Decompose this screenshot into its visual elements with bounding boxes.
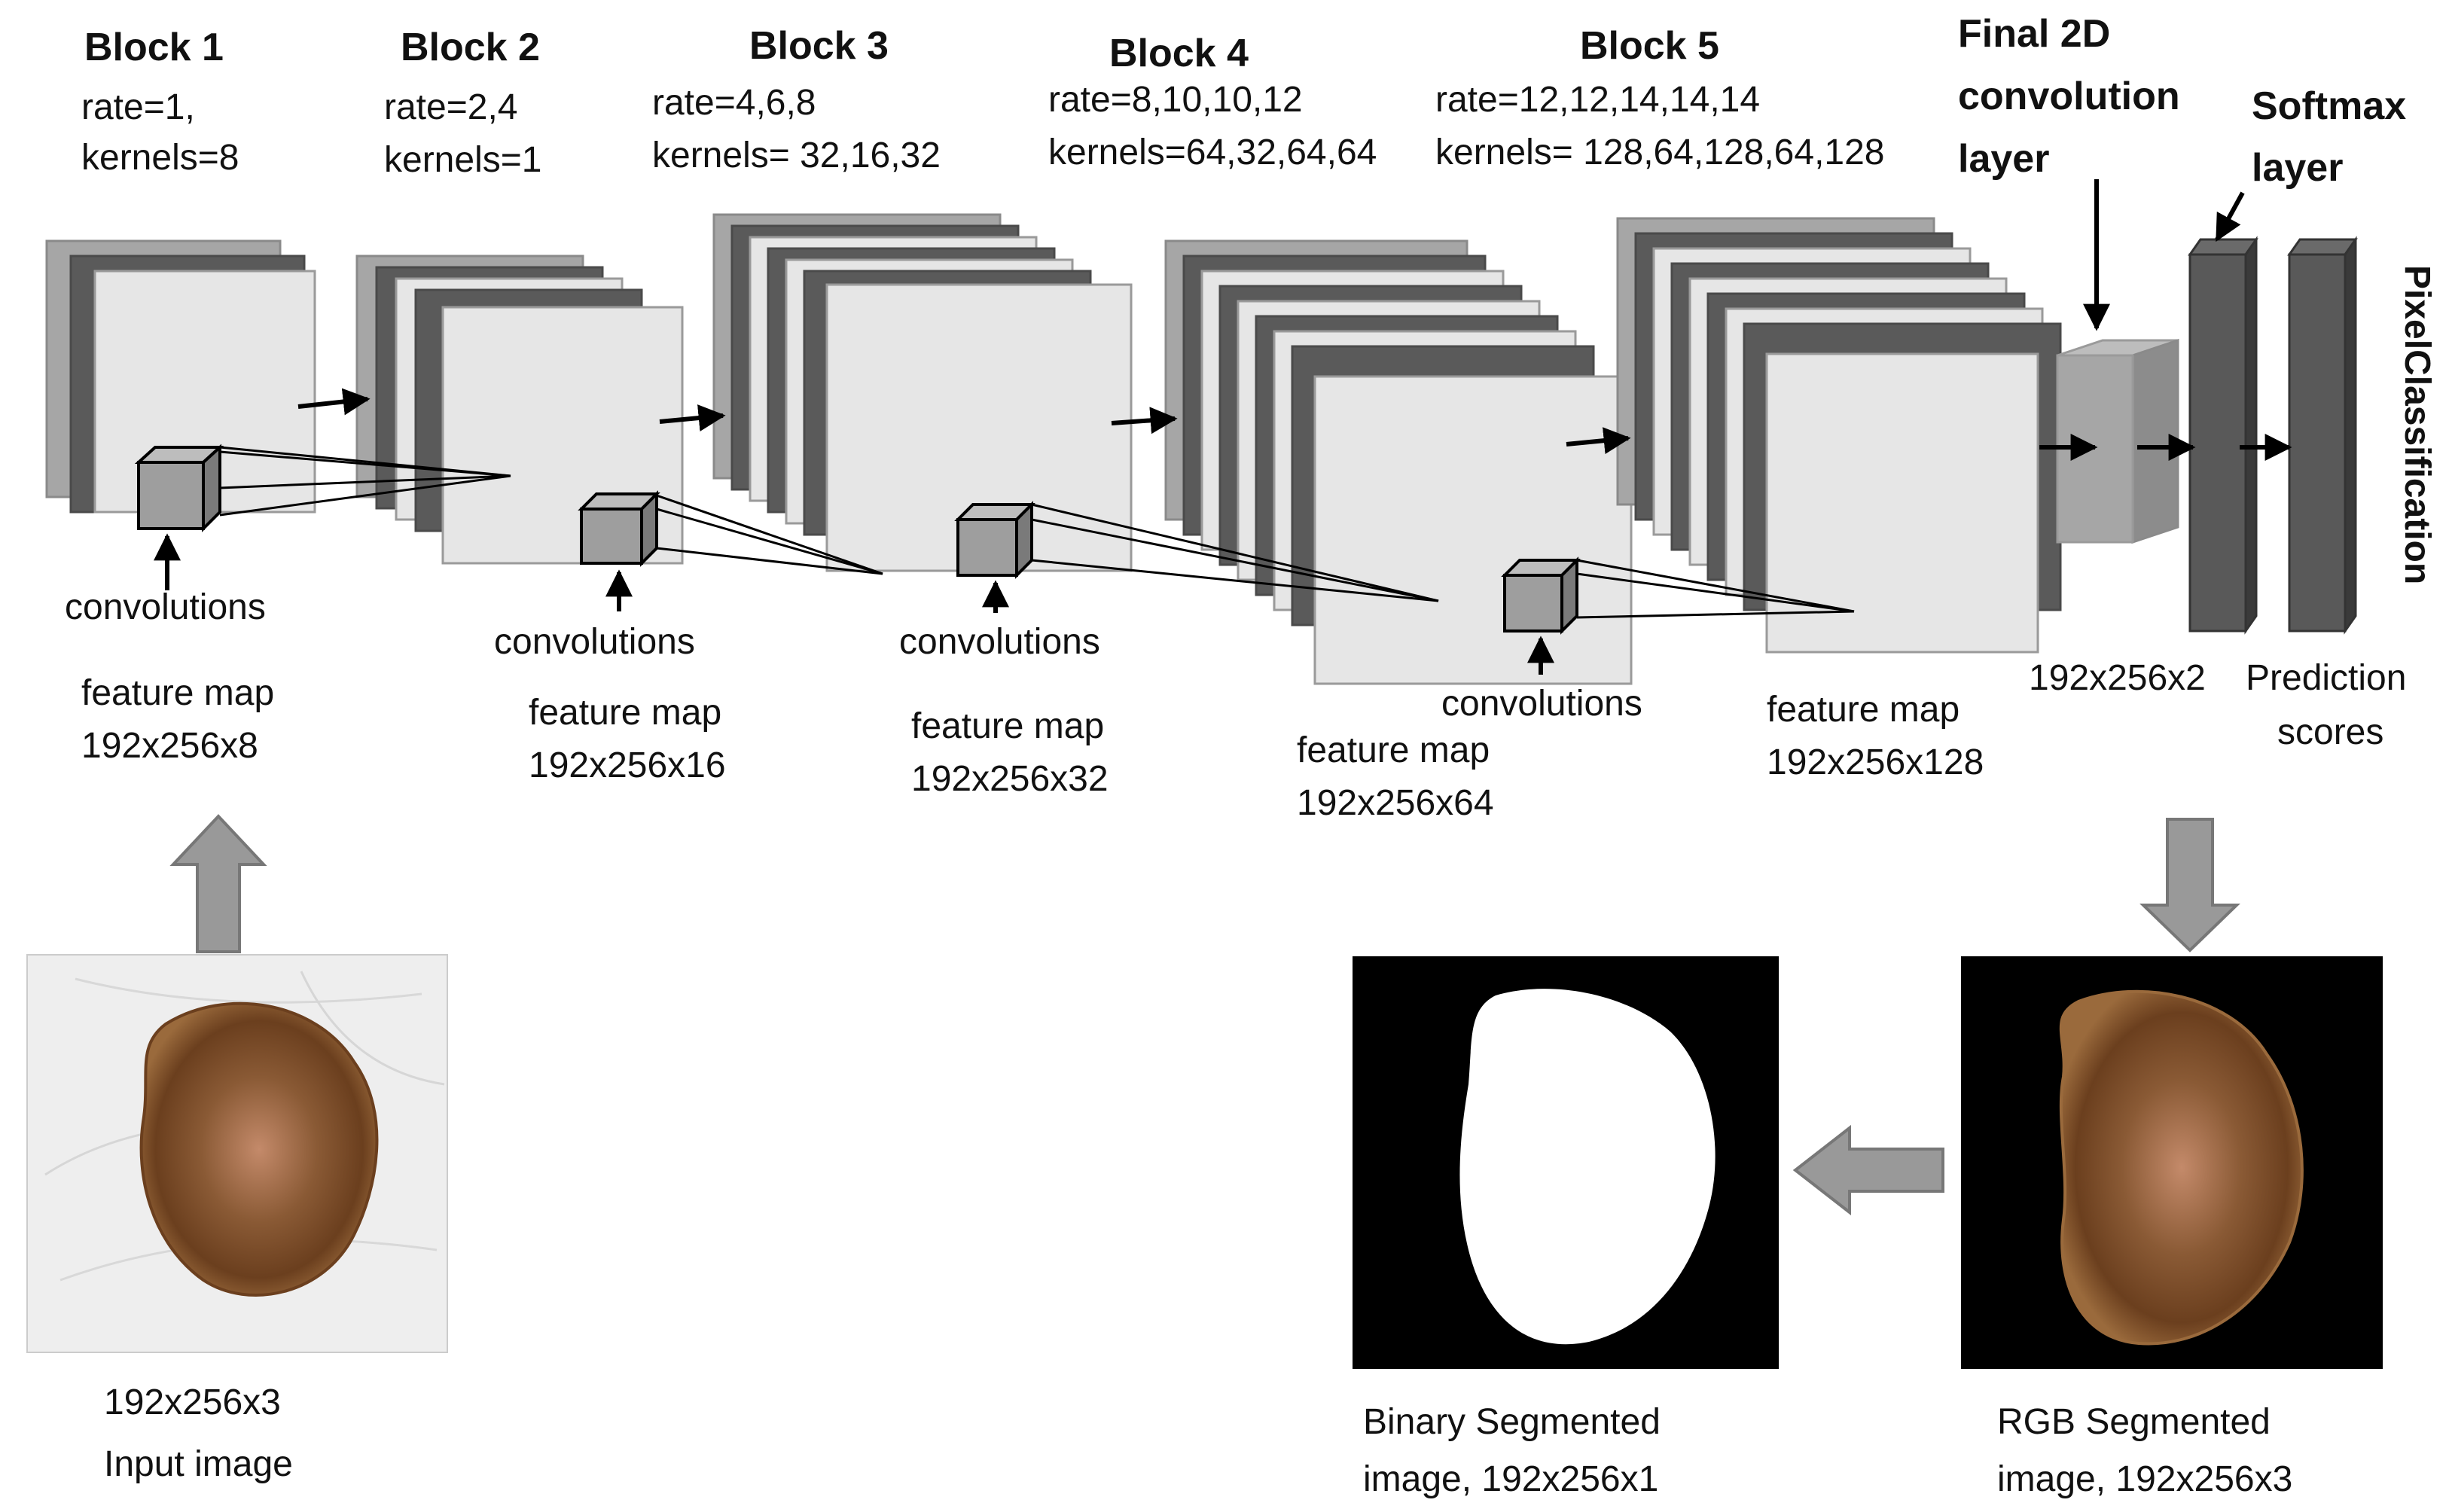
block-3-title: Block 3 <box>749 24 889 68</box>
arrow-block1-to-block2 <box>297 388 371 416</box>
block-5-header: Block 5 rate=12,12,14,14,14 kernels= 128… <box>1435 24 1884 172</box>
softmax-bar-2 <box>2287 236 2358 635</box>
arrow-softmax-pointer <box>2215 191 2245 242</box>
block-2-title: Block 2 <box>401 26 540 69</box>
block-5-layers <box>1616 217 2062 654</box>
conv-cube-block-2 <box>578 490 883 575</box>
softmax-header: Softmax layer <box>2252 84 2406 190</box>
block-5-rate: rate=12,12,14,14,14 <box>1435 80 1760 120</box>
rgb-segmented-image <box>1961 956 2383 1369</box>
block-arrows <box>169 814 2240 1216</box>
rgb-lesion <box>2059 989 2304 1346</box>
softmax-title-line1: Softmax <box>2252 84 2406 128</box>
block-1-layers <box>45 239 316 514</box>
block-4-header: Block 4 rate=8,10,10,12 kernels=64,32,64… <box>1048 32 1377 172</box>
feature-map-layer <box>93 270 316 514</box>
block-2-conv-label: convolutions <box>494 622 695 662</box>
prediction-scores-line1: Prediction <box>2246 658 2406 698</box>
block-2-rate: rate=2,4 <box>384 87 517 127</box>
input-caption-line2: Input image <box>104 1444 293 1484</box>
softmax-title-line2: layer <box>2252 146 2343 190</box>
input-image <box>26 954 448 1353</box>
block-1-feature-size: 192x256x8 <box>81 726 258 766</box>
block-3-rate: rate=4,6,8 <box>652 83 816 123</box>
final-conv-title-line1: Final 2D <box>1958 12 2110 56</box>
final-conv-title-line3: layer <box>1958 137 2049 181</box>
arrow-block4-to-block5 <box>1566 427 1631 455</box>
block-5-conv-label: convolutions <box>1441 684 1642 724</box>
rgb-caption-line1: RGB Segmented <box>1997 1402 2271 1442</box>
block-2-feature-size: 192x256x16 <box>529 745 726 785</box>
block-3-conv-label: convolutions <box>899 622 1100 662</box>
binary-segmented-image <box>1353 956 1779 1369</box>
input-caption-line1: 192x256x3 <box>104 1382 281 1422</box>
conv-cube-block-3 <box>954 501 1439 602</box>
block-5-kernels: kernels= 128,64,128,64,128 <box>1435 133 1884 172</box>
final-conv-title-line2: convolution <box>1958 75 2180 118</box>
block-2-kernels: kernels=1 <box>384 140 541 180</box>
block-3-header: Block 3 rate=4,6,8 kernels= 32,16,32 <box>652 24 941 175</box>
block-5-feature-size: 192x256x128 <box>1767 742 1984 782</box>
block-3-kernels: kernels= 32,16,32 <box>652 136 941 175</box>
pipeline-arrows <box>154 179 2292 675</box>
binary-mask-shape <box>1459 989 1716 1345</box>
binary-caption-line1: Binary Segmented <box>1363 1402 1661 1442</box>
block-4-feature-label: feature map <box>1297 730 1490 770</box>
arrow-scores-to-rgb <box>2139 818 2240 953</box>
block-2-feature-label: feature map <box>529 693 721 733</box>
feature-map-layer <box>1313 375 1633 685</box>
final-conv-size: 192x256x2 <box>2029 658 2206 698</box>
block-4-feature-size: 192x256x64 <box>1297 783 1494 823</box>
block-4-kernels: kernels=64,32,64,64 <box>1048 133 1377 172</box>
final-conv-header: Final 2D convolution layer <box>1958 12 2180 181</box>
conv-cube-block-4 <box>1501 556 1855 635</box>
final-conv-prism <box>2056 338 2179 544</box>
block-2-header: Block 2 rate=2,4 kernels=1 <box>384 26 541 180</box>
block-1-header: Block 1 rate=1, kernels=8 <box>81 26 239 178</box>
block-4-rate: rate=8,10,10,12 <box>1048 80 1303 120</box>
block-1-conv-label: convolutions <box>65 587 266 627</box>
block-1-kernels: kernels=8 <box>81 138 239 178</box>
block-3-feature-label: feature map <box>911 706 1104 746</box>
arrow-rgb-to-binary <box>1792 1124 1944 1216</box>
feature-map-layer <box>1765 352 2039 654</box>
block-3-layers <box>712 213 1133 572</box>
arrow-block2-to-block3 <box>659 404 726 431</box>
rgb-caption-line2: image, 192x256x3 <box>1997 1459 2292 1499</box>
binary-caption-line2: image, 192x256x1 <box>1363 1459 1658 1499</box>
block-1-rate: rate=1, <box>81 87 195 127</box>
block-1-feature-label: feature map <box>81 673 274 713</box>
block-3-feature-size: 192x256x32 <box>911 759 1109 799</box>
pixel-classification-label: PixelClassification <box>2397 265 2437 584</box>
prediction-scores-line2: scores <box>2277 712 2383 752</box>
block-5-title: Block 5 <box>1580 24 1719 68</box>
arrow-block3-to-block4 <box>1111 407 1178 434</box>
block-5-feature-label: feature map <box>1767 690 1960 730</box>
block-labels: convolutions feature map 192x256x8 convo… <box>65 265 2437 823</box>
block-4-title: Block 4 <box>1109 32 1249 75</box>
arrow-input-to-network <box>169 814 267 953</box>
input-lesion <box>139 1001 379 1297</box>
block-2-layers <box>355 255 684 565</box>
softmax-bar-1 <box>2188 236 2258 635</box>
block-1-title: Block 1 <box>84 26 224 69</box>
conv-cube-block-1 <box>134 444 511 532</box>
